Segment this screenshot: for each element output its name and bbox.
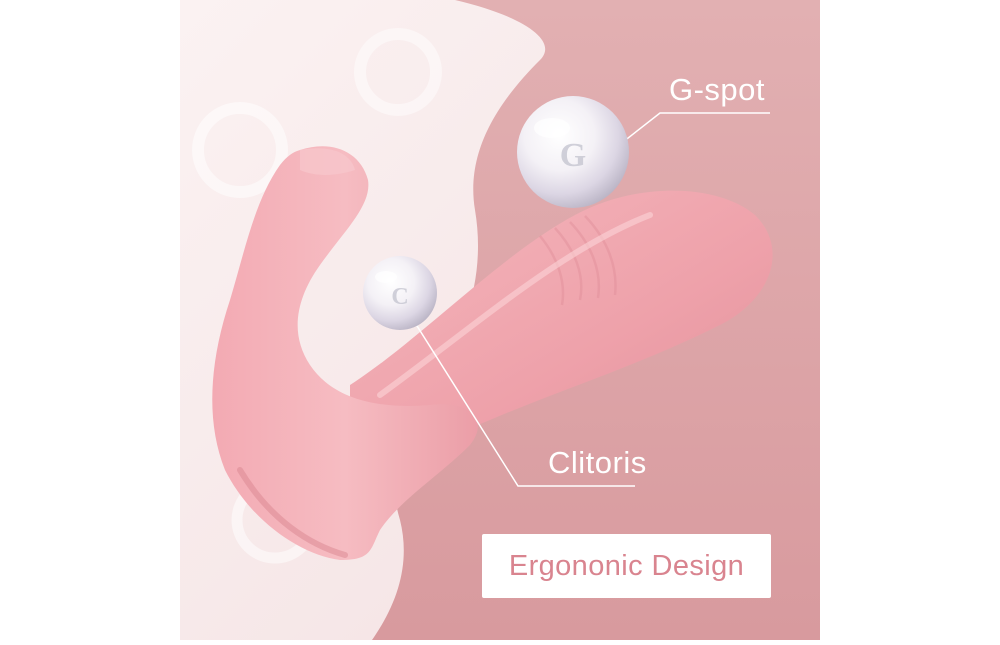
pearl-letter-g: G xyxy=(560,137,586,174)
clitoris-leader-line xyxy=(411,317,635,487)
product-long-arm xyxy=(350,190,773,445)
product-shadow xyxy=(237,467,348,558)
product-body xyxy=(212,146,478,560)
gspot-label: G-spot xyxy=(669,72,766,107)
pearl-letter-c: C xyxy=(391,284,408,310)
design-badge-text: Ergononic Design xyxy=(508,549,745,582)
decor-ring xyxy=(192,102,288,198)
product-ridges xyxy=(539,215,617,306)
product-highlight xyxy=(377,212,653,398)
product-tip xyxy=(300,148,355,175)
decor-ring xyxy=(354,28,442,116)
gspot-pearl: G xyxy=(517,96,629,208)
clitoris-pearl: C xyxy=(363,256,437,330)
clitoris-label: Clitoris xyxy=(548,445,647,480)
design-badge: Ergononic Design xyxy=(482,534,771,598)
